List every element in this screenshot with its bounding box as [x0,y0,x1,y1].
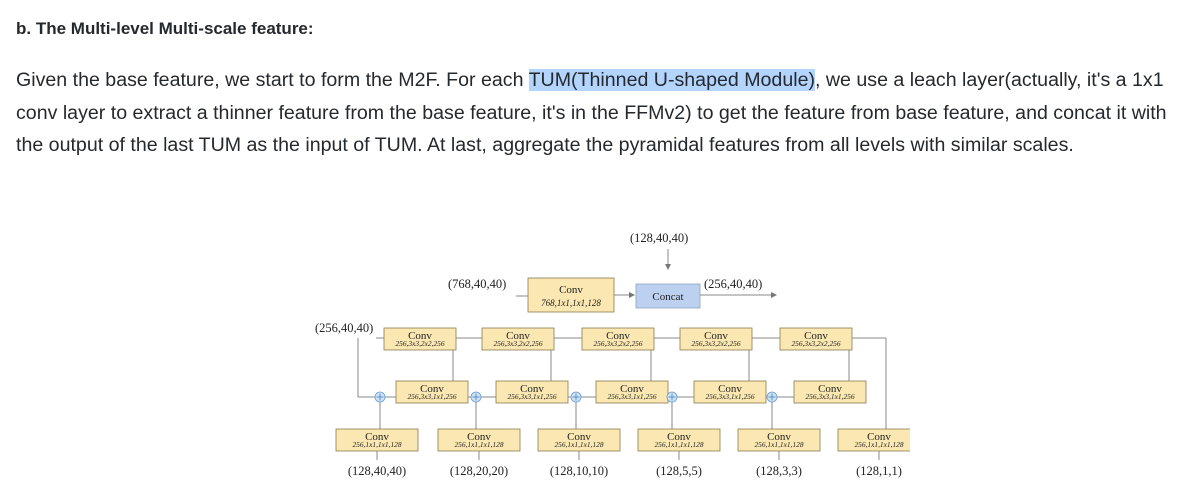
bottom-conv-1-title: Conv [365,431,389,443]
concat-output-label: (256,40,40) [704,277,762,291]
output-label-3: (128,10,10) [550,464,608,478]
bottom-conv-5-title: Conv [767,431,791,443]
top-conv-4-box [679,327,753,351]
bottom-conv-1-params: 256,1x1,1x1,128 [352,440,401,449]
tum-architecture-diagram: (128,40,40) (768,40,40) Conv 768,1x1,1x1… [315,231,910,478]
section-heading: b. The Multi-level Multi-scale feature: [16,19,314,38]
leach-conv-params: 768,1x1,1x1,128 [541,298,601,308]
leach-conv-title: Conv [559,284,583,296]
top-conv-2-params: 256,3x3,2x2,256 [493,339,542,348]
bottom-conv-6-params: 256,1x1,1x1,128 [854,440,903,449]
bottom-conv-2-title: Conv [467,431,491,443]
mid-conv-4-box [693,380,767,404]
bottom-conv-5-params: 256,1x1,1x1,128 [754,440,803,449]
top-conv-5-box [779,327,853,351]
mid-conv-3-params: 256,3x3,1x1,256 [607,392,656,401]
mid-conv-4-params: 256,3x3,1x1,256 [705,392,754,401]
top-input-label: (128,40,40) [630,231,688,245]
top-conv-5-params: 256,3x3,2x2,256 [791,339,840,348]
mid-conv-2-box [495,380,569,404]
top-conv-3-params: 256,3x3,2x2,256 [593,339,642,348]
bottom-conv-2-params: 256,1x1,1x1,128 [454,440,503,449]
mid-conv-5-title: Conv [818,383,842,395]
paragraph-text-start: Given the base feature, we start to form… [16,69,529,91]
base-input-label: (768,40,40) [448,277,506,291]
leach-conv-box [527,277,615,313]
output-label-2: (128,20,20) [450,464,508,478]
paragraph-text-end: , we use a leach layer(actually, it's a … [16,69,1167,156]
output-label-4: (128,5,5) [656,464,702,478]
top-conv-1-box [383,327,457,351]
concat-box [635,283,701,309]
mid-conv-1-box [395,380,469,404]
top-conv-3-title: Conv [606,330,630,342]
top-conv-5-title: Conv [804,330,828,342]
tum-input-label: (256,40,40) [315,321,373,335]
bottom-conv-3-title: Conv [567,431,591,443]
bottom-conv-3-params: 256,1x1,1x1,128 [554,440,603,449]
top-conv-4-title: Conv [704,330,728,342]
mid-conv-1-title: Conv [420,383,444,395]
bottom-conv-6-title: Conv [867,431,891,443]
mid-conv-2-params: 256,3x3,1x1,256 [507,392,556,401]
top-conv-1-title: Conv [408,330,432,342]
top-conv-3-box [581,327,655,351]
mid-conv-2-title: Conv [520,383,544,395]
mid-conv-5-params: 256,3x3,1x1,256 [805,392,854,401]
tum-blocks: Conv256,3x3,2x2,256Conv256,3x3,2x2,256Co… [335,327,910,478]
mid-conv-1-params: 256,3x3,1x1,256 [407,392,456,401]
top-conv-2-title: Conv [506,330,530,342]
mid-conv-3-box [595,380,669,404]
top-conv-4-params: 256,3x3,2x2,256 [691,339,740,348]
output-label-5: (128,3,3) [756,464,802,478]
output-label-1: (128,40,40) [348,464,406,478]
mid-conv-4-title: Conv [718,383,742,395]
top-conv-2-box [481,327,555,351]
bottom-conv-4-title: Conv [667,431,691,443]
concat-label: Concat [652,291,683,303]
mid-conv-5-box [793,380,867,404]
top-conv-1-params: 256,3x3,2x2,256 [395,339,444,348]
description-paragraph: Given the base feature, we start to form… [16,64,1196,162]
mid-conv-3-title: Conv [620,383,644,395]
bottom-conv-4-params: 256,1x1,1x1,128 [654,440,703,449]
output-label-6: (128,1,1) [856,464,902,478]
highlighted-selection[interactable]: TUM(Thinned U-shaped Module) [528,69,815,91]
